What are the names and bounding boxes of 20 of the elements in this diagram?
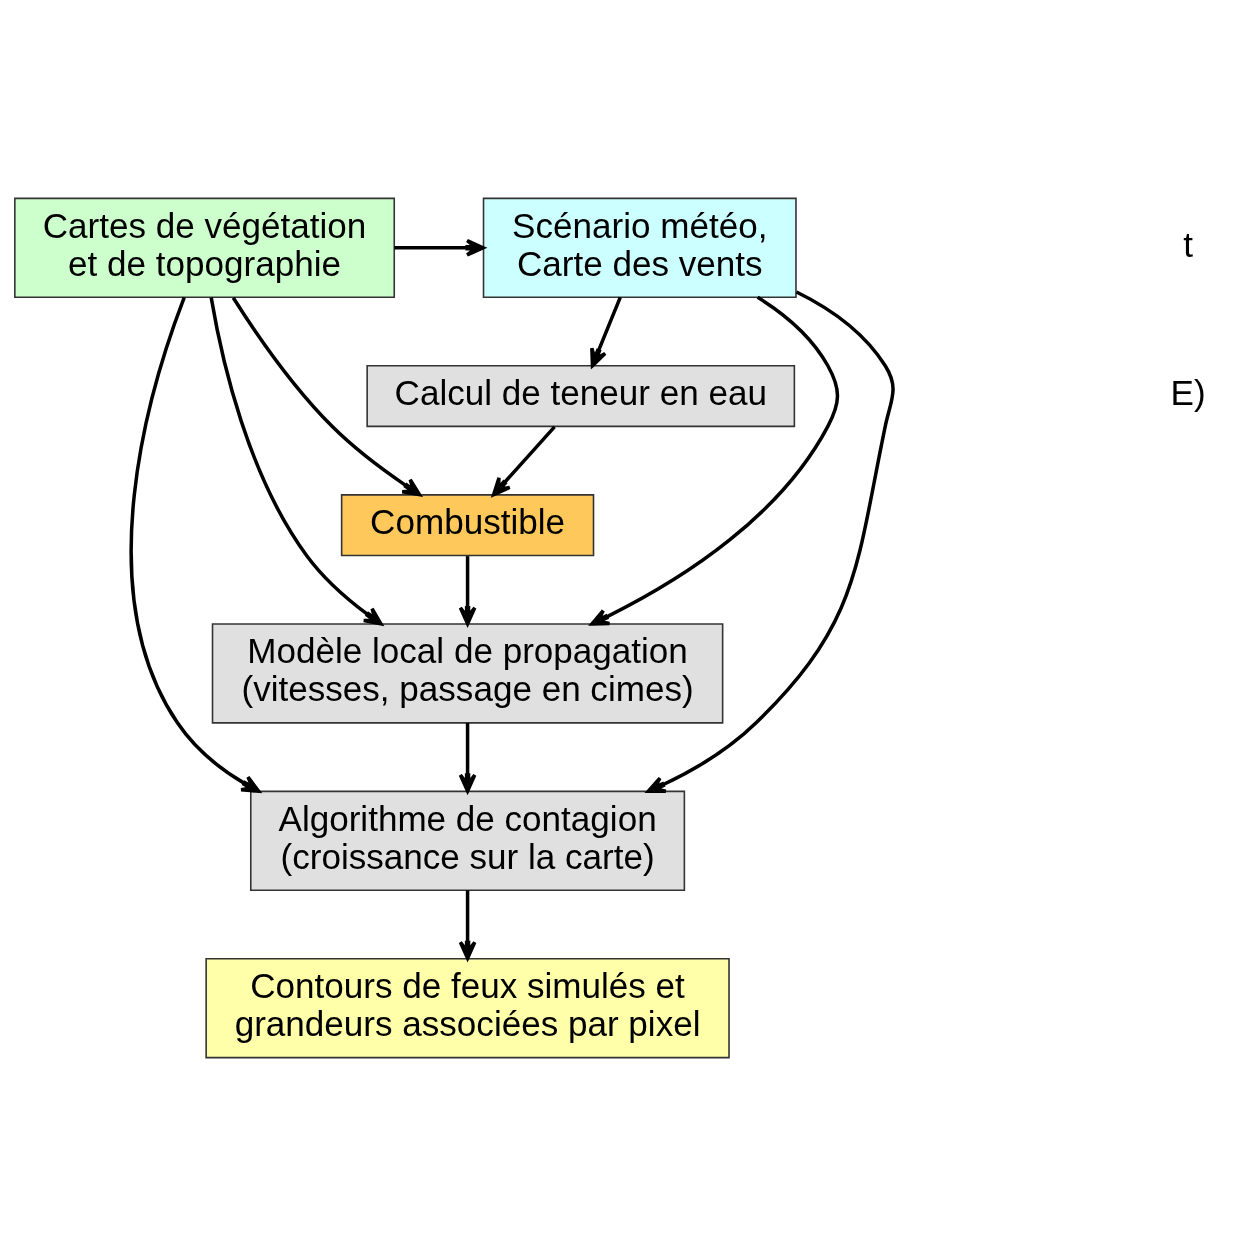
node-box: Combustible [340, 493, 595, 556]
arrow [129, 296, 261, 793]
arrow [458, 889, 477, 960]
node-box: Calcul de teneur en eau [366, 364, 796, 427]
node-box: Cartes de végétation et de topographie [14, 197, 396, 298]
arrow [646, 289, 895, 793]
node-box: Modèle local de propagation (vitesses, passage en cimes) [211, 622, 724, 724]
node-box: Algorithme de contagion (croissance sur la carte) [249, 790, 686, 891]
node-box: Contours de feux simulés et grandeurs associées par pixel [205, 957, 730, 1058]
arrow [590, 295, 840, 626]
label: E) [1170, 372, 1206, 412]
arrow [394, 238, 485, 257]
label: t [1183, 224, 1194, 264]
arrow [491, 425, 556, 496]
arrow [231, 296, 422, 496]
arrow [209, 296, 383, 626]
arrow [458, 722, 477, 793]
node-box: Scénario météo, Carte des vents [482, 197, 797, 298]
arrow [590, 296, 622, 367]
arrow [458, 555, 477, 625]
